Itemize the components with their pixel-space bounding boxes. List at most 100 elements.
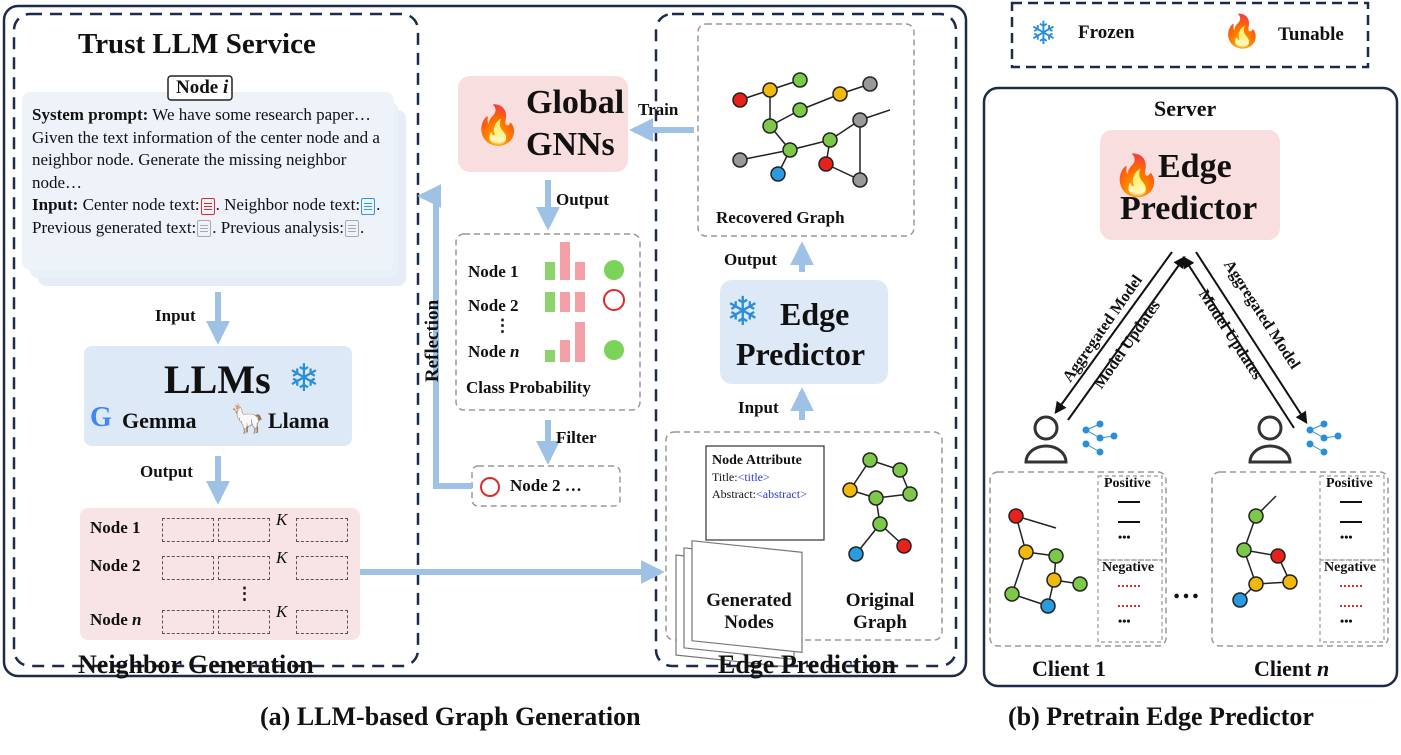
gen-doc-cell [218, 610, 270, 634]
generated-label: Generated Nodes [706, 590, 792, 633]
neighbor-gen-panel [12, 12, 420, 668]
llm-snowflake-icon: ❄ [288, 358, 320, 400]
flow-arrows [206, 118, 814, 584]
clientn-person-icon [1248, 415, 1292, 464]
negative-label-1: Negative [1102, 560, 1155, 575]
center-doc-icon [200, 197, 215, 215]
recovered-label: Recovered Graph [716, 208, 845, 227]
generated-doc-grid: K K K [162, 510, 348, 638]
llms-box [84, 346, 352, 446]
gen-doc-cell [162, 518, 214, 542]
attr-title: Node Attribute [712, 453, 802, 468]
prob-row: Node 2 [468, 296, 519, 315]
node-i-tag [167, 75, 233, 101]
client1-panel [989, 471, 1167, 647]
prob-row: Node 1 [468, 262, 519, 281]
client1-person-icon [1024, 415, 1068, 464]
filter-label: Filter [556, 428, 597, 447]
input-label-1: Input [155, 306, 196, 325]
client1-label: Client 1 [1032, 656, 1106, 681]
section-b-caption: (b) Pretrain Edge Predictor [1008, 702, 1314, 731]
neg-dots-n: ••• [1340, 614, 1353, 628]
clientn-graph [1232, 495, 1298, 608]
section-b-frame [982, 86, 1399, 688]
client1-nn-icon [1082, 420, 1118, 456]
prompt-box [22, 92, 394, 270]
k-label: K [276, 548, 288, 567]
posneg-lines [1097, 475, 1385, 643]
pos-dots-1: ••• [1118, 530, 1131, 544]
clientn-nn-icon [1306, 420, 1342, 456]
analysis-doc-icon [345, 220, 360, 238]
server-flame-icon: 🔥 [1112, 153, 1162, 198]
clientn-panel [1211, 471, 1389, 647]
gen-orig-panel [665, 431, 943, 641]
original-graph [842, 452, 918, 562]
snowflake-icon: ❄ [1030, 15, 1057, 51]
trust-title: Trust LLM Service [78, 28, 316, 60]
federation-arrows [1054, 251, 1308, 429]
attr-abstract-row: Abstract:<abstract> [712, 487, 807, 501]
prob-dots: ⋮ [494, 316, 511, 335]
gen-doc-cell [296, 610, 348, 634]
edge-pred-title-2: Predictor [736, 336, 866, 372]
server-edge-pred-box [1100, 130, 1280, 240]
gnn-title-1: Global [526, 84, 625, 121]
edge-output-label: Output [724, 250, 777, 269]
node-output-row: Node n [90, 610, 142, 629]
edge-pred-title-1: Edge [780, 296, 850, 332]
prob-row: Node n [468, 342, 520, 361]
edge-prediction-caption: Edge Prediction [718, 650, 896, 679]
class-prob-panel [455, 233, 641, 411]
negative-label-n: Negative [1324, 560, 1377, 575]
google-icon: G [90, 402, 112, 433]
legend-tunable: Tunable [1278, 24, 1344, 45]
llms-title: LLMs [164, 357, 271, 402]
node-attr-card: Node Attribute Title:<title> Abstract:<a… [712, 452, 807, 503]
pos-dots-n: ••• [1340, 530, 1353, 544]
recovered-panel [697, 23, 915, 237]
gen-doc-cell [296, 556, 348, 580]
train-label: Train [638, 100, 679, 119]
gen-doc-cell [162, 610, 214, 634]
generated-doc-icon [197, 220, 212, 238]
edge-input-label: Input [738, 398, 779, 417]
gnn-title-2: GNNs [526, 126, 615, 163]
edge-pred-box [720, 280, 888, 384]
node-output-box [80, 508, 360, 640]
filtered-node: Node 2 … [510, 476, 582, 495]
node-output-row: Node 1 [90, 518, 141, 537]
neighbor-gen-caption: Neighbor Generation [78, 650, 314, 679]
attr-title-row: Title:<title> [712, 470, 770, 484]
llama-icon: 🦙 [230, 404, 265, 435]
reflection-label: Reflection [422, 299, 444, 383]
server-edge-title-1: Edge [1158, 148, 1232, 185]
k-label: K [276, 510, 288, 529]
client-ellipsis: … [1172, 574, 1200, 605]
class-prob-bars [480, 242, 625, 497]
section-a-frame [2, 4, 968, 678]
recovered-graph [732, 72, 891, 188]
class-prob-label: Class Probability [466, 378, 591, 397]
global-gnn-box [458, 76, 628, 172]
gnn-output-label: Output [556, 190, 609, 209]
system-prompt: System prompt: We have some research pap… [32, 105, 381, 238]
legend-frozen: Frozen [1078, 22, 1135, 43]
k-label: K [276, 602, 288, 621]
section-a-caption: (a) LLM-based Graph Generation [260, 702, 641, 731]
edge-snowflake-icon: ❄ [726, 289, 760, 334]
server-edge-title-2: Predictor [1120, 190, 1258, 227]
flame-icon: 🔥 [1222, 13, 1262, 49]
gen-doc-cell [296, 518, 348, 542]
node-output-row: Node 2 [90, 556, 141, 575]
gen-doc-cell [218, 556, 270, 580]
gnn-flame-icon: 🔥 [474, 105, 522, 147]
gen-doc-cell [218, 518, 270, 542]
output-label-1: Output [140, 462, 193, 481]
clientn-label: Client n [1254, 656, 1330, 681]
generated-nodes-stack [675, 445, 825, 668]
node-output-dots: ⋮ [236, 584, 253, 603]
positive-label-n: Positive [1326, 476, 1373, 491]
node-i-label: Node i [176, 77, 229, 98]
